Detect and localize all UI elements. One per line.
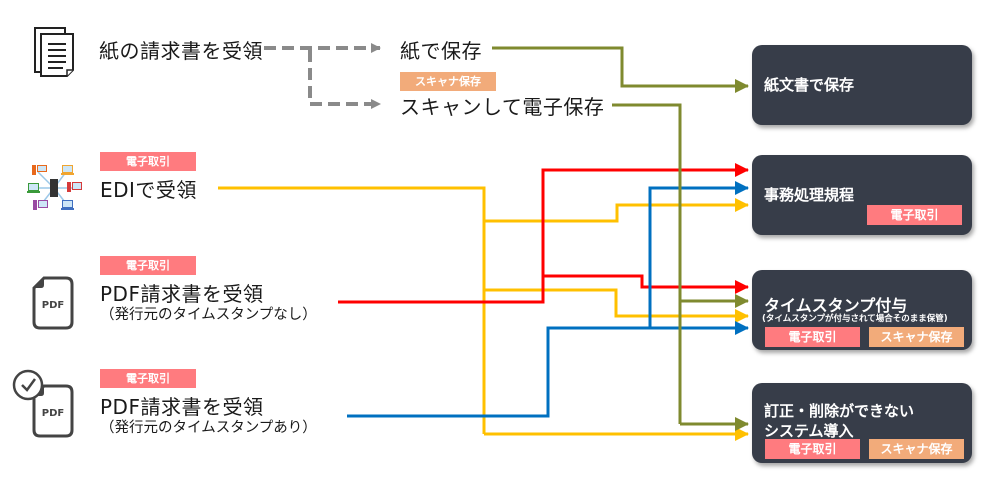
pdf-no-ts-sublabel: （発行元のタイムスタンプなし） bbox=[100, 307, 317, 323]
scan-option: スキャンして電子保存 bbox=[400, 95, 605, 119]
pdf-ts-sublabel: （発行元のタイムスタンプあり） bbox=[100, 420, 317, 436]
edi-to-timestamp bbox=[484, 288, 749, 323]
target-processing-rules: 事務処理規程 電子取引 bbox=[752, 155, 972, 235]
paper-connectors bbox=[492, 46, 749, 431]
target-title: 事務処理規程 bbox=[764, 186, 855, 204]
scanner-tag: スキャナ保存 bbox=[869, 327, 964, 347]
dashed-to-scan bbox=[308, 50, 381, 109]
pdf-no-ts-to-timestamp bbox=[543, 274, 749, 294]
pdf-file-with-clock-icon: PDF bbox=[10, 368, 80, 440]
scan-trunk bbox=[612, 103, 682, 424]
scanner-tag: スキャナ保存 bbox=[869, 439, 964, 459]
scanner-storage-tag: スキャナ保存 bbox=[400, 72, 496, 91]
edi-to-rules bbox=[484, 198, 749, 223]
paper-invoice-label: 紙の請求書を受領 bbox=[99, 39, 263, 63]
pdf-no-ts-connectors bbox=[338, 163, 749, 304]
keep-paper-to-paper-storage bbox=[492, 46, 749, 93]
electronic-tag: 電子取引 bbox=[867, 205, 962, 225]
target-title: タイムスタンプ付与 bbox=[764, 296, 908, 315]
pdf-no-ts-electronic-tag: 電子取引 bbox=[100, 256, 196, 275]
target-subtitle: (タイムスタンプが付与されて場合そのまま保管) bbox=[762, 314, 948, 324]
pdf-no-ts-to-rules bbox=[338, 163, 749, 304]
pdf-ts-to-rules bbox=[648, 181, 749, 328]
pdf-ts-trunk bbox=[347, 321, 749, 418]
pdf-ts-icon-text: PDF bbox=[41, 408, 65, 419]
electronic-tag: 電子取引 bbox=[765, 439, 860, 459]
target-paper-storage: 紙文書で保存 bbox=[752, 45, 972, 125]
pdf-ts-label: PDF請求書を受領 bbox=[100, 395, 264, 419]
edi-connectors bbox=[218, 186, 749, 441]
paper-document-icon bbox=[33, 26, 77, 80]
pdf-no-ts-label: PDF請求書を受領 bbox=[100, 282, 264, 306]
paper-dashed-connectors bbox=[264, 43, 381, 109]
edi-label: EDIで受領 bbox=[100, 178, 197, 202]
target-timestamp: タイムスタンプ付与 (タイムスタンプが付与されて場合そのまま保管) 電子取引 ス… bbox=[752, 270, 972, 350]
pdf-ts-connectors bbox=[347, 181, 749, 418]
pdf-icon-text: PDF bbox=[41, 300, 65, 311]
keep-paper-option: 紙で保存 bbox=[400, 39, 482, 63]
pdf-ts-electronic-tag: 電子取引 bbox=[100, 369, 196, 388]
edi-electronic-tag: 電子取引 bbox=[100, 152, 196, 171]
edi-trunk bbox=[218, 186, 486, 434]
target-title-line-1: 訂正・削除ができない bbox=[764, 402, 915, 420]
pdf-file-icon: PDF bbox=[32, 276, 74, 330]
network-computers-icon bbox=[24, 160, 84, 216]
target-no-edit-system: 訂正・削除ができない システム導入 電子取引 スキャナ保存 bbox=[752, 383, 972, 463]
target-title: 紙文書で保存 bbox=[764, 76, 855, 94]
electronic-tag: 電子取引 bbox=[765, 327, 860, 347]
target-title-line-2: システム導入 bbox=[764, 422, 854, 440]
